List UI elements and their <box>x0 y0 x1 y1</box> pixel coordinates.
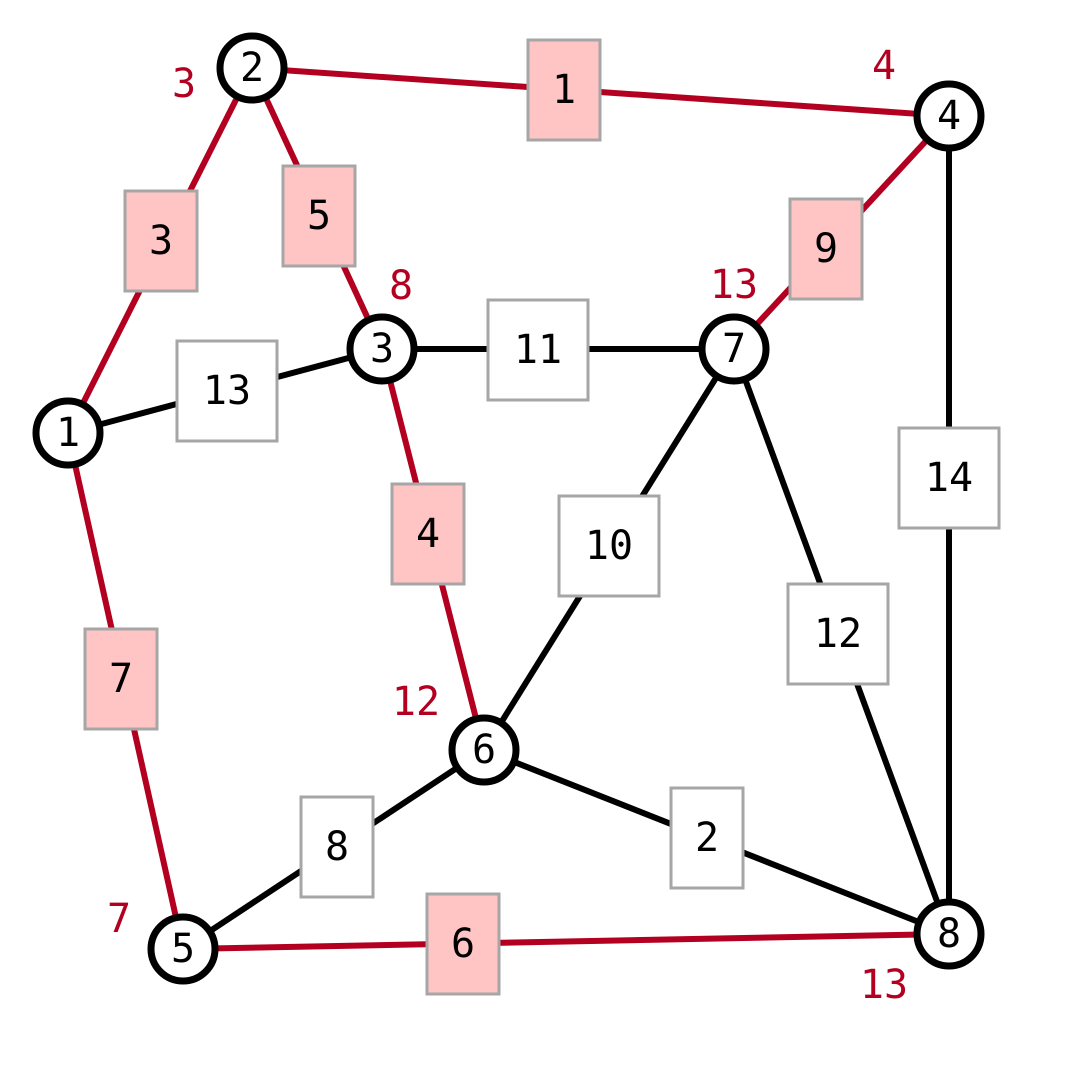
node-4: 4 <box>913 80 985 152</box>
weight-box-rect <box>175 339 279 443</box>
node-2: 2 <box>216 32 288 104</box>
node-circle <box>216 32 288 104</box>
node-6: 6 <box>448 714 520 786</box>
distance-label-5: 7 <box>107 896 131 942</box>
weight-box-rect <box>83 627 159 731</box>
weight-label: 13 <box>203 368 251 414</box>
node-1: 1 <box>32 397 104 469</box>
weight-box-3-7: 11 <box>486 298 590 402</box>
weight-box-rect <box>669 786 745 890</box>
weight-box-rect <box>123 189 199 293</box>
weight-label: 14 <box>925 455 973 501</box>
weight-box-1-3: 13 <box>175 339 279 443</box>
node-label: 7 <box>722 326 746 372</box>
weight-box-rect <box>425 892 501 996</box>
weight-box-1-2: 3 <box>123 189 199 293</box>
weight-box-6-7: 10 <box>557 494 661 598</box>
node-circle <box>147 913 219 985</box>
weight-label: 1 <box>552 67 576 113</box>
node-label: 6 <box>472 727 496 773</box>
node-circle <box>913 80 985 152</box>
node-circle <box>448 714 520 786</box>
weight-box-rect <box>897 426 1001 530</box>
weight-box-2-4: 1 <box>526 38 602 142</box>
distance-label-2: 3 <box>172 61 196 107</box>
node-circle <box>32 397 104 469</box>
distance-label-4: 4 <box>872 43 896 89</box>
distance-label-8: 13 <box>860 962 908 1008</box>
weight-label: 7 <box>109 656 133 702</box>
weight-label: 3 <box>149 218 173 264</box>
weight-label: 6 <box>451 921 475 967</box>
node-label: 1 <box>56 410 80 456</box>
node-circle <box>698 313 770 385</box>
node-label: 5 <box>171 926 195 972</box>
distance-label-6: 12 <box>392 679 440 725</box>
weight-label: 9 <box>814 226 838 272</box>
weight-label: 12 <box>814 611 862 657</box>
weight-box-rect <box>788 197 864 301</box>
weight-box-4-7: 9 <box>788 197 864 301</box>
node-circle <box>346 313 418 385</box>
weight-label: 10 <box>585 523 633 569</box>
weight-label: 4 <box>416 511 440 557</box>
weight-box-rect <box>281 164 357 268</box>
weight-label: 2 <box>695 815 719 861</box>
node-label: 2 <box>240 45 264 91</box>
node-8: 8 <box>913 898 985 970</box>
weight-box-5-6: 8 <box>299 795 375 899</box>
weight-box-1-5: 7 <box>83 627 159 731</box>
weight-box-rect <box>557 494 661 598</box>
node-label: 4 <box>937 93 961 139</box>
weight-label: 5 <box>307 193 331 239</box>
node-5: 5 <box>147 913 219 985</box>
weight-box-rect <box>486 298 590 402</box>
node-7: 7 <box>698 313 770 385</box>
weight-box-5-8: 6 <box>425 892 501 996</box>
weight-box-6-8: 2 <box>669 786 745 890</box>
weight-box-3-6: 4 <box>390 482 466 586</box>
node-circle <box>913 898 985 970</box>
weight-box-2-3: 5 <box>281 164 357 268</box>
weight-box-rect <box>526 38 602 142</box>
distance-label-7: 13 <box>710 262 758 308</box>
weight-box-rect <box>390 482 466 586</box>
edge-5-8 <box>182 931 950 952</box>
node-label: 3 <box>370 326 394 372</box>
weight-box-4-8: 14 <box>897 426 1001 530</box>
weight-label: 11 <box>514 327 562 373</box>
node-3: 3 <box>346 313 418 385</box>
weight-box-7-8: 12 <box>786 582 890 686</box>
weight-box-rect <box>299 795 375 899</box>
weight-label: 8 <box>325 824 349 870</box>
weight-box-rect <box>786 582 890 686</box>
node-label: 8 <box>937 911 961 957</box>
distance-label-3: 8 <box>389 263 413 309</box>
